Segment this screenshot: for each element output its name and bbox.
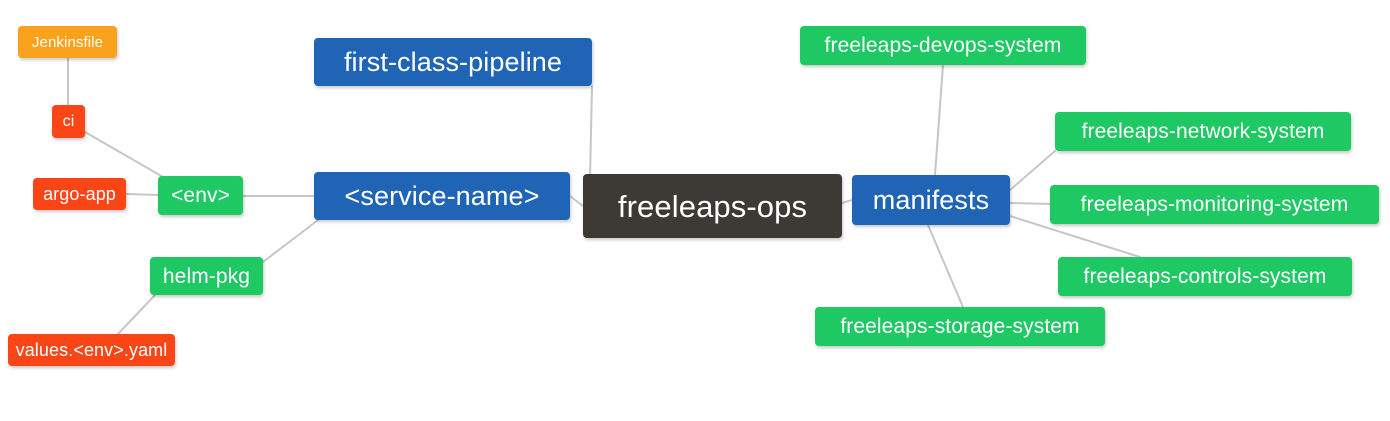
node-service-name[interactable]: <service-name> bbox=[314, 172, 570, 220]
node-jenkinsfile[interactable]: Jenkinsfile bbox=[18, 26, 117, 58]
node-label-argo-app: argo-app bbox=[43, 184, 116, 204]
node-manifests[interactable]: manifests bbox=[852, 175, 1010, 225]
edge-ops-pipeline bbox=[589, 85, 593, 179]
edge-manifests-monitor bbox=[1009, 202, 1051, 205]
edge-ops-service bbox=[569, 195, 584, 207]
node-first-class-pipeline[interactable]: first-class-pipeline bbox=[314, 38, 592, 86]
node-ci[interactable]: ci bbox=[52, 105, 85, 138]
node-helm-pkg[interactable]: helm-pkg bbox=[150, 257, 263, 295]
edge-env-argo bbox=[125, 193, 159, 196]
node-label-freeleaps-storage-system: freeleaps-storage-system bbox=[840, 315, 1080, 338]
edge-env-ci bbox=[84, 131, 164, 178]
edge-helm-values bbox=[117, 294, 156, 335]
node-label-freeleaps-network-system: freeleaps-network-system bbox=[1081, 120, 1325, 143]
node-label-freeleaps-ops: freeleaps-ops bbox=[617, 188, 808, 224]
node-freeleaps-devops-system[interactable]: freeleaps-devops-system bbox=[800, 26, 1086, 65]
node-env[interactable]: <env> bbox=[158, 176, 243, 215]
node-label-manifests: manifests bbox=[872, 184, 990, 215]
node-label-first-class-pipeline: first-class-pipeline bbox=[343, 46, 563, 77]
node-label-helm-pkg: helm-pkg bbox=[162, 264, 251, 288]
edge-ops-manifests bbox=[841, 199, 853, 204]
node-freeleaps-network-system[interactable]: freeleaps-network-system bbox=[1055, 112, 1351, 151]
node-label-freeleaps-devops-system: freeleaps-devops-system bbox=[824, 34, 1062, 57]
node-label-ci: ci bbox=[62, 112, 75, 130]
node-label-service-name: <service-name> bbox=[344, 180, 540, 211]
node-freeleaps-storage-system[interactable]: freeleaps-storage-system bbox=[815, 307, 1105, 346]
node-freeleaps-ops[interactable]: freeleaps-ops bbox=[583, 174, 842, 238]
node-label-jenkinsfile: Jenkinsfile bbox=[31, 33, 104, 51]
edge-manifests-devops bbox=[934, 64, 944, 176]
node-label-env: <env> bbox=[171, 184, 230, 207]
node-label-freeleaps-monitoring-system: freeleaps-monitoring-system bbox=[1080, 193, 1349, 216]
edge-manifests-network bbox=[1009, 150, 1056, 191]
node-values-env-yaml[interactable]: values.<env>.yaml bbox=[8, 334, 175, 366]
node-freeleaps-monitoring-system[interactable]: freeleaps-monitoring-system bbox=[1050, 185, 1379, 224]
node-label-freeleaps-controls-system: freeleaps-controls-system bbox=[1083, 265, 1327, 288]
edge-manifests-storage bbox=[927, 224, 964, 308]
edge-service-helm bbox=[262, 219, 319, 263]
node-argo-app[interactable]: argo-app bbox=[33, 178, 126, 210]
node-freeleaps-controls-system[interactable]: freeleaps-controls-system bbox=[1058, 257, 1352, 296]
node-label-values-env-yaml: values.<env>.yaml bbox=[15, 340, 168, 360]
